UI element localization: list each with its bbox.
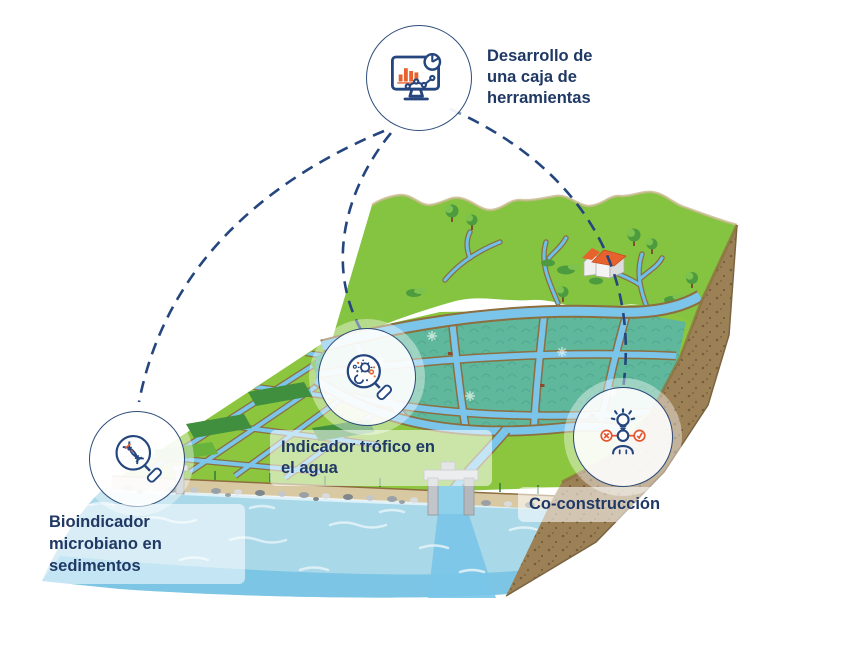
- label-cocreation: Co-construcción: [518, 487, 725, 522]
- label-sediment-line2: microbiano en: [49, 535, 162, 553]
- label-sediment: Bioindicador microbiano en sedimentos: [38, 504, 245, 584]
- sluice-outflow: [428, 512, 496, 598]
- trees: [445, 204, 698, 302]
- connector-toolbox-water: [341, 132, 393, 331]
- label-toolbox-line2: una caja de: [487, 68, 577, 86]
- label-toolbox: Desarrollo de una caja de herramientas: [487, 46, 637, 109]
- label-sediment-line3: sedimentos: [49, 557, 141, 575]
- node-water: [318, 328, 416, 426]
- magnifier-microbes-icon: [346, 354, 393, 401]
- connector-toolbox-sediment: [137, 129, 385, 403]
- monitor-charts-icon: [391, 52, 442, 101]
- upland: [332, 190, 738, 340]
- main-tidal-channel: [320, 290, 704, 353]
- node-cocreation: [573, 387, 673, 487]
- farmhouse: [582, 248, 627, 279]
- label-toolbox-line3: herramientas: [487, 89, 591, 107]
- connectors: [137, 107, 628, 403]
- connector-toolbox-cocreation: [449, 107, 628, 390]
- label-water: Indicador trófico en el agua: [270, 430, 492, 486]
- label-sediment-line1: Bioindicador: [49, 513, 150, 531]
- label-toolbox-line1: Desarrollo de: [487, 47, 593, 65]
- label-cocreation-line1: Co-construcción: [529, 495, 661, 513]
- node-toolbox: [366, 25, 472, 131]
- magnifier-dna-icon: [115, 434, 162, 483]
- node-sediment: [89, 411, 185, 507]
- person-lightbulb-check-icon: [600, 408, 646, 455]
- label-water-line2: el agua: [281, 459, 338, 477]
- creeks: [442, 229, 665, 313]
- label-water-line1: Indicador trófico en: [281, 438, 436, 456]
